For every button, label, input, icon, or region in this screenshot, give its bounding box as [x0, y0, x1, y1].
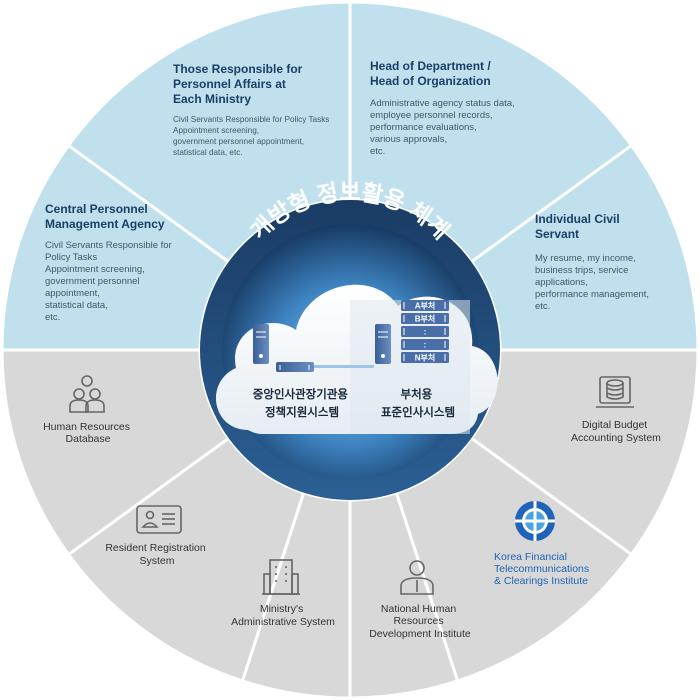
- dept-row-label: B부처: [415, 314, 436, 324]
- person-icon: [400, 560, 434, 595]
- network-link-icon: [276, 362, 374, 372]
- segment-ministry-hr: Those Responsible for Personnel Affairs …: [173, 62, 332, 157]
- hr-database-label: Human Resources Database: [43, 421, 133, 445]
- segment-ministry-hr-body: Civil Servants Responsible for Policy Ta…: [173, 115, 332, 157]
- sector-head-dept: [348, 0, 634, 264]
- sector-ministry-hr: [66, 0, 352, 264]
- dept-row-label: A부처: [415, 301, 436, 311]
- ministry-admin-label: Ministry's Administrative System: [231, 603, 335, 628]
- segment-head-dept-title: Head of Department / Head of Organizatio…: [370, 59, 494, 88]
- resident-registration-label: Resident Registration System: [105, 542, 208, 567]
- kftc-label: Korea Financial Telecommunications & Cle…: [494, 551, 592, 587]
- segment-central-agency-body: Civil Servants Responsible for Policy Ta…: [45, 240, 174, 323]
- people-group-icon: [69, 375, 105, 413]
- system-hr-database: Human Resources Database: [43, 375, 133, 445]
- dept-row: [401, 352, 449, 363]
- segment-civil-servant-title: Individual Civil Servant: [535, 212, 623, 241]
- nhrdi-label: National Human Resources Development Ins…: [369, 603, 471, 640]
- system-digital-budget: Digital Budget Accounting System: [571, 376, 661, 444]
- database-monitor-icon: [596, 376, 634, 408]
- left-server-icon: [253, 324, 269, 364]
- dept-row-label: :: [424, 328, 427, 337]
- id-card-icon: [136, 505, 182, 534]
- dept-row-label: N부처: [415, 353, 436, 363]
- segment-central-agency-title: Central Personnel Management Agency: [45, 202, 165, 231]
- dept-row: [401, 300, 449, 311]
- dept-row-label: :: [424, 341, 427, 350]
- segment-head-dept: Head of Department / Head of Organizatio…: [370, 59, 517, 157]
- segment-central-agency: Central Personnel Management Agency Civi…: [45, 202, 174, 323]
- dept-row: [401, 339, 449, 350]
- right-server-icon: [375, 324, 391, 364]
- globe-logo-icon: [515, 501, 555, 541]
- system-resident-registration: Resident Registration System: [105, 505, 208, 567]
- left-system-label: 중앙인사관장기관용 정책지원시스템: [253, 387, 351, 419]
- segment-civil-servant-body: My resume, my income, business trips, se…: [535, 253, 652, 312]
- system-ministry-admin: Ministry's Administrative System: [231, 559, 335, 628]
- segment-civil-servant: Individual Civil Servant My resume, my i…: [535, 212, 652, 312]
- dept-row: [401, 326, 449, 337]
- building-icon: [262, 559, 300, 595]
- dept-row: [401, 313, 449, 324]
- digital-budget-label: Digital Budget Accounting System: [571, 419, 661, 444]
- system-nhrdi: National Human Resources Development Ins…: [369, 560, 471, 640]
- right-system-label: 부처용 표준인사시스템: [381, 387, 455, 419]
- segment-head-dept-body: Administrative agency status data, emplo…: [370, 98, 517, 157]
- system-kftc: Korea Financial Telecommunications & Cle…: [494, 501, 592, 587]
- segment-ministry-hr-title: Those Responsible for Personnel Affairs …: [173, 62, 306, 106]
